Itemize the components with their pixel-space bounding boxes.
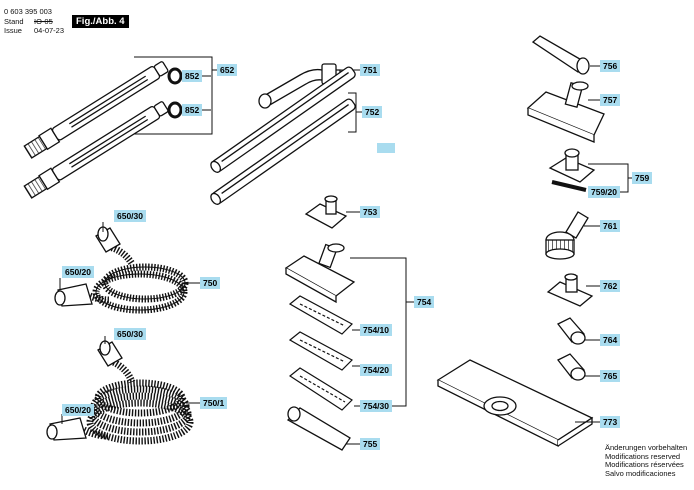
label-750-1: 750/1 [200, 397, 228, 409]
issue-value: 04-07-23 [34, 26, 65, 35]
label-753: 753 [360, 206, 381, 218]
small-nozzle-762 [546, 273, 594, 307]
crevice-nozzle-756 [531, 35, 590, 75]
label-755: 755 [360, 438, 381, 450]
stand-label: Stand [4, 17, 24, 26]
label-751: 751 [360, 64, 381, 76]
hose-cuffs-750 [54, 226, 121, 307]
notes-block: Änderungen vorbehalten Modifications res… [605, 443, 688, 478]
label-852-b: 852 [182, 104, 203, 116]
label-650-30-b: 650/30 [114, 328, 146, 340]
nozzle-753 [304, 195, 348, 229]
label-754-10: 754/10 [360, 324, 392, 336]
label-652: 652 [217, 64, 238, 76]
label-650-20-b: 650/20 [62, 404, 94, 416]
label-754-20: 754/20 [360, 364, 392, 376]
note-de: Änderungen vorbehalten [605, 443, 688, 452]
label-762: 762 [600, 280, 621, 292]
blank-label [377, 143, 395, 153]
suction-hose-750 [88, 242, 189, 314]
label-852-a: 852 [182, 70, 203, 82]
label-765: 765 [600, 370, 621, 382]
adapter-765 [557, 353, 586, 381]
label-754: 754 [414, 296, 435, 308]
nozzle-insert-754-20 [288, 331, 353, 371]
crevice-nozzle-755 [286, 406, 351, 451]
label-650-20-a: 650/20 [62, 266, 94, 278]
note-fr: Modifications réservées [605, 460, 684, 470]
part-number: 0 603 395 003 [4, 7, 52, 16]
nozzle-insert-754-10 [288, 295, 353, 335]
label-754-30: 754/30 [360, 400, 392, 412]
o-ring-852-a [167, 67, 183, 85]
adapter-764 [557, 317, 586, 345]
issue-label: Issue [4, 26, 22, 35]
label-761: 761 [600, 220, 621, 232]
curved-tube-751 [258, 63, 341, 109]
o-ring-852-b [167, 101, 183, 119]
label-750: 750 [200, 277, 221, 289]
label-757: 757 [600, 94, 621, 106]
label-759: 759 [632, 172, 653, 184]
label-759-20: 759/20 [588, 186, 620, 198]
upholstery-nozzle-759 [548, 148, 596, 192]
stand-value: IO-05 [34, 17, 53, 26]
filter-bag-773 [436, 359, 594, 448]
label-752: 752 [362, 106, 383, 118]
label-773: 773 [600, 416, 621, 428]
round-brush-761 [545, 211, 589, 260]
floor-nozzle-757 [526, 81, 605, 143]
note-en: Modifications reserved [605, 451, 681, 461]
label-650-30-a: 650/30 [114, 210, 146, 222]
wet-dry-nozzle-754 [284, 243, 356, 304]
figure-title: Fig./Abb. 4 [72, 15, 129, 28]
note-es: Salvo modificaciones [605, 468, 676, 478]
suction-hose-750-1 [82, 356, 194, 445]
extension-tube-set-652 [23, 61, 169, 199]
nozzle-insert-754-30 [288, 367, 353, 411]
label-756: 756 [600, 60, 621, 72]
label-764: 764 [600, 334, 621, 346]
straight-tubes-752 [210, 66, 356, 205]
